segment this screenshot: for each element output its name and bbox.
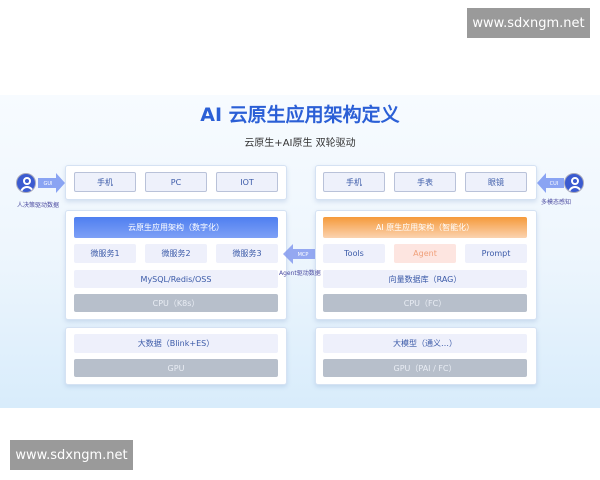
cui-arrow-icon: CUI bbox=[537, 173, 564, 193]
right-arch-header: AI 原生应用架构（智能化） bbox=[323, 217, 527, 238]
left-arch-header: 云原生应用架构（数字化） bbox=[74, 217, 278, 238]
left-storage: MySQL/Redis/OSS bbox=[74, 270, 278, 288]
left-gpu: GPU bbox=[74, 359, 278, 377]
mcp-arrow-label: MCP bbox=[298, 252, 309, 258]
gui-arrow-icon: GUI bbox=[38, 173, 65, 193]
user-avatar-icon bbox=[16, 173, 36, 193]
right-prompt: Prompt bbox=[465, 244, 527, 263]
right-gpu: GPU（PAI / FC） bbox=[323, 359, 527, 377]
left-compute: CPU（K8s） bbox=[74, 294, 278, 312]
right-llm: 大模型（通义…） bbox=[323, 334, 527, 353]
left-device-phone: 手机 bbox=[74, 172, 136, 192]
left-device-pc: PC bbox=[145, 172, 207, 192]
mcp-arrow-icon: MCP bbox=[283, 244, 315, 264]
user-avatar-icon bbox=[564, 173, 584, 193]
left-bigdata: 大数据（Blink+ES） bbox=[74, 334, 278, 353]
right-tools: Tools bbox=[323, 244, 385, 263]
diagram-title: AI 云原生应用架构定义 bbox=[200, 104, 400, 126]
right-storage: 向量数据库（RAG） bbox=[323, 270, 527, 288]
mcp-arrow-caption: Agent驱动数据 bbox=[279, 270, 321, 277]
right-device-glasses: 眼镜 bbox=[465, 172, 527, 192]
right-compute: CPU（FC） bbox=[323, 294, 527, 312]
left-device-iot: IOT bbox=[216, 172, 278, 192]
left-service-3: 微服务3 bbox=[216, 244, 278, 263]
right-device-watch: 手表 bbox=[394, 172, 456, 192]
right-arrow-caption: 多模态感知 bbox=[541, 199, 572, 206]
gui-arrow-label: GUI bbox=[43, 181, 52, 187]
left-service-2: 微服务2 bbox=[145, 244, 207, 263]
left-arrow-caption: 人决策驱动数据 bbox=[17, 202, 60, 209]
cui-arrow-label: CUI bbox=[550, 181, 559, 187]
right-device-phone: 手机 bbox=[323, 172, 385, 192]
watermark: www.sdxngm.net bbox=[467, 8, 590, 38]
diagram-subtitle: 云原生+AI原生 双轮驱动 bbox=[244, 138, 356, 149]
left-service-1: 微服务1 bbox=[74, 244, 136, 263]
watermark: www.sdxngm.net bbox=[10, 440, 133, 470]
right-agent: Agent bbox=[394, 244, 456, 263]
